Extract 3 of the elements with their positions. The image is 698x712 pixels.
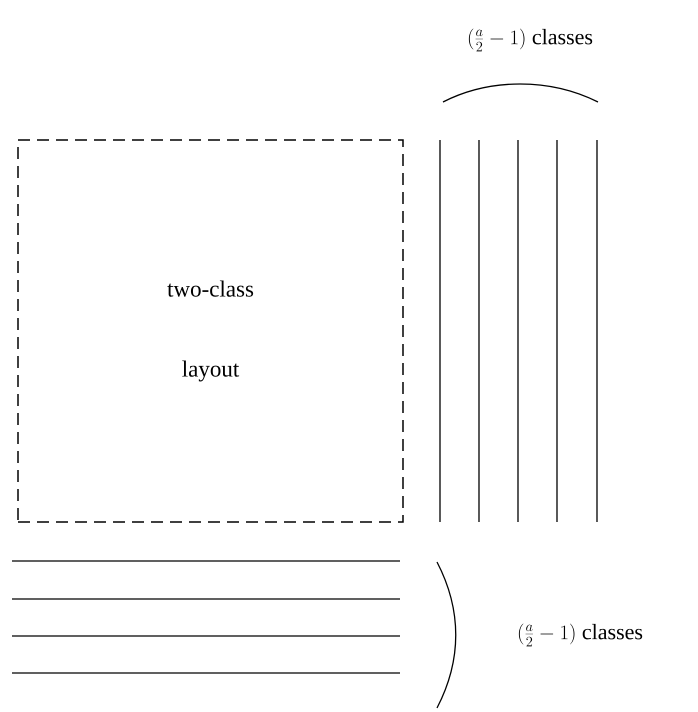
dashed-box: two-class layout — [17, 139, 404, 523]
class-count-label: $(\frac{a}{2}-1)$ classes — [468, 28, 592, 52]
class-count-label: $(\frac{a}{2}-1)$ classes — [518, 624, 642, 646]
